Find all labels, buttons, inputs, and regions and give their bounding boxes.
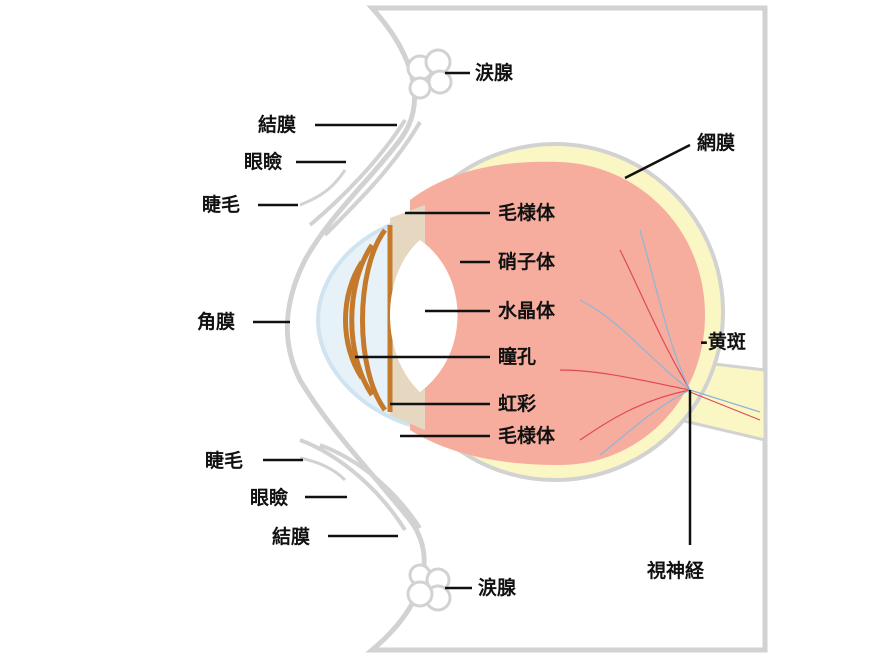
label-conjunctiva-bottom: 結膜 bbox=[272, 526, 311, 548]
lacrimal-gland-bottom bbox=[406, 563, 452, 612]
label-ciliary-body-top: 毛様体 bbox=[498, 202, 556, 224]
label-lens: 水晶体 bbox=[498, 300, 556, 322]
vitreous bbox=[410, 161, 705, 465]
label-eyelash-top: 睫毛 bbox=[202, 194, 241, 216]
label-eyelash-bottom: 睫毛 bbox=[205, 450, 244, 472]
label-ciliary-body-bottom: 毛様体 bbox=[498, 425, 556, 447]
label-lacrimal-gland-bottom: 涙腺 bbox=[478, 577, 517, 599]
label-optic-nerve: 視神経 bbox=[647, 560, 705, 582]
face-outline bbox=[284, 5, 768, 653]
eyelash-bottom bbox=[299, 456, 347, 482]
lacrimal-gland-top bbox=[406, 48, 453, 100]
label-eyelid-bottom: 眼瞼 bbox=[250, 487, 289, 509]
retinal-vessels bbox=[559, 229, 761, 456]
label-pupil: 瞳孔 bbox=[498, 346, 537, 368]
iris bbox=[343, 225, 393, 412]
label-macula: -黄斑 bbox=[700, 331, 746, 353]
label-cornea: 角膜 bbox=[197, 311, 236, 333]
label-iris: 虹彩 bbox=[498, 393, 537, 415]
eyelash-top bbox=[299, 169, 347, 207]
upper-eyelid bbox=[308, 118, 422, 237]
label-lacrimal-gland-top: 涙腺 bbox=[475, 62, 514, 84]
lens bbox=[390, 240, 458, 392]
label-vitreous-body: 硝子体 bbox=[498, 251, 556, 273]
lower-eyelid bbox=[299, 438, 422, 532]
label-conjunctiva-top: 結膜 bbox=[258, 114, 297, 136]
label-eyelid-top: 眼瞼 bbox=[244, 151, 283, 173]
leader-lines bbox=[253, 71, 692, 590]
label-retina: 網膜 bbox=[697, 132, 736, 154]
